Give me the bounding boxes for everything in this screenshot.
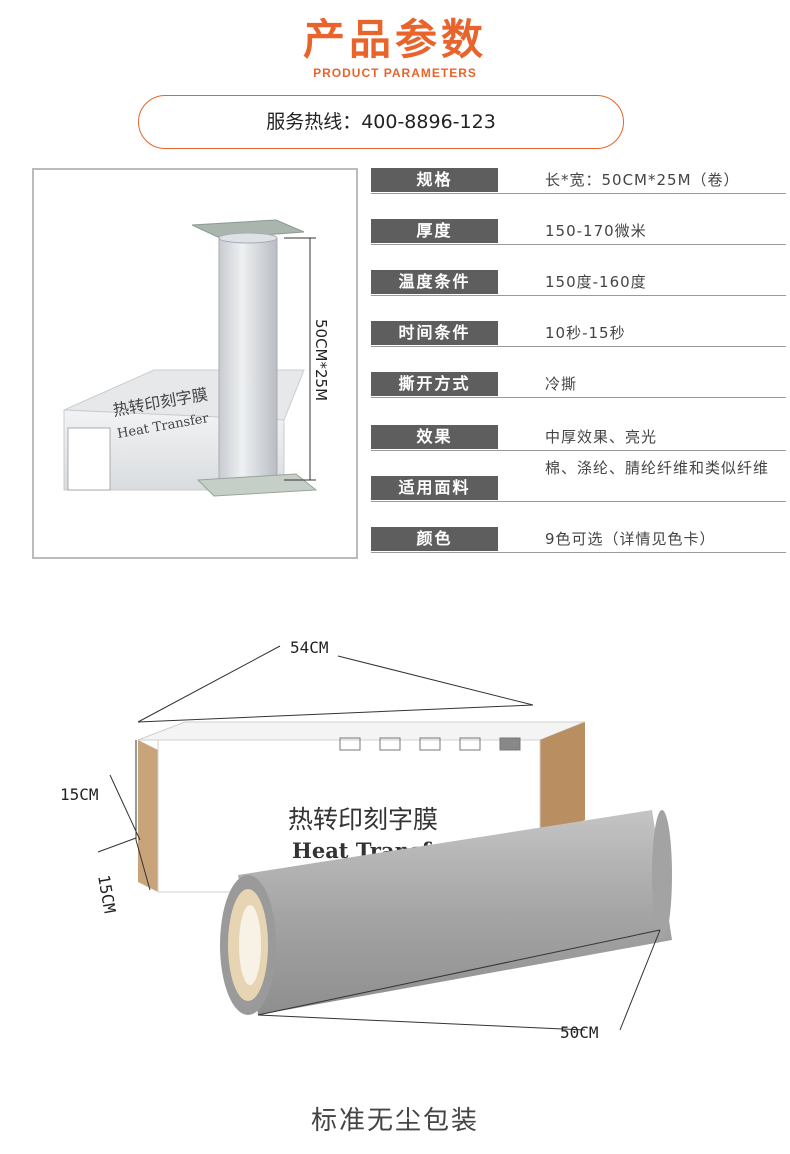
spec-label: 效果	[371, 425, 498, 449]
product-photo-packaging: 热转印刻字膜 Heat Transfer Vinyl 54CM 15CM 15C…	[40, 620, 760, 1042]
divider	[371, 552, 786, 553]
spec-row-peel: 撕开方式 冷撕	[371, 372, 790, 398]
dim-height-label: 15CM	[60, 785, 99, 804]
divider	[371, 450, 786, 451]
page-title: 产品参数	[302, 15, 487, 64]
dim-depth-label: 15CM	[94, 873, 119, 914]
divider	[371, 501, 786, 502]
spec-value: 棉、涤纶、腈纶纤维和类似纤维	[545, 459, 770, 477]
divider	[371, 295, 786, 296]
dim-length-label: 54CM	[290, 638, 329, 657]
spec-label: 撕开方式	[371, 372, 498, 396]
spec-row-fabric: 适用面料 棉、涤纶、腈纶纤维和类似纤维	[371, 459, 790, 502]
spec-label: 温度条件	[371, 270, 498, 294]
divider	[371, 346, 786, 347]
product-photo-standing: 热转印刻字膜 Heat Transfer 50CM*25M	[32, 168, 358, 559]
box-icons	[339, 737, 521, 751]
spec-label: 适用面料	[371, 476, 498, 500]
spec-row-thickness: 厚度 150-170微米	[371, 219, 790, 245]
standing-roll-illustration: 热转印刻字膜 Heat Transfer 50CM*25M	[63, 219, 330, 497]
dim-roll-label: 50CM	[560, 1023, 599, 1040]
spec-label: 颜色	[371, 527, 498, 551]
spec-value: 10秒-15秒	[545, 324, 626, 342]
spec-value: 9色可选（详情见色卡）	[545, 530, 716, 548]
spec-row-temperature: 温度条件 150度-160度	[371, 270, 790, 296]
spec-row-size: 规格 长*宽：50CM*25M（卷）	[371, 168, 790, 194]
spec-value: 冷撕	[545, 375, 578, 393]
box-label-cn: 热转印刻字膜	[288, 805, 438, 834]
page-subtitle: PRODUCT PARAMETERS	[313, 66, 477, 80]
service-hotline[interactable]: 服务热线：400-8896-123	[138, 95, 624, 149]
spec-value: 150度-160度	[545, 273, 647, 291]
spec-label: 厚度	[371, 219, 498, 243]
spec-value: 中厚效果、亮光	[545, 428, 658, 446]
spec-label: 规格	[371, 168, 498, 192]
spec-value: 150-170微米	[545, 222, 647, 240]
spec-row-effect: 效果 中厚效果、亮光	[371, 425, 790, 451]
divider	[371, 193, 786, 194]
packaging-illustration: 热转印刻字膜 Heat Transfer Vinyl 54CM 15CM 15C…	[60, 638, 672, 1042]
spec-label: 时间条件	[371, 321, 498, 345]
divider	[371, 397, 786, 398]
divider	[371, 244, 786, 245]
dimension-label: 50CM*25M	[312, 319, 330, 401]
spec-value: 长*宽：50CM*25M（卷）	[545, 171, 740, 189]
spec-row-time: 时间条件 10秒-15秒	[371, 321, 790, 347]
spec-row-color: 颜色 9色可选（详情见色卡）	[371, 527, 790, 553]
packaging-caption: 标准无尘包装	[310, 1106, 479, 1136]
